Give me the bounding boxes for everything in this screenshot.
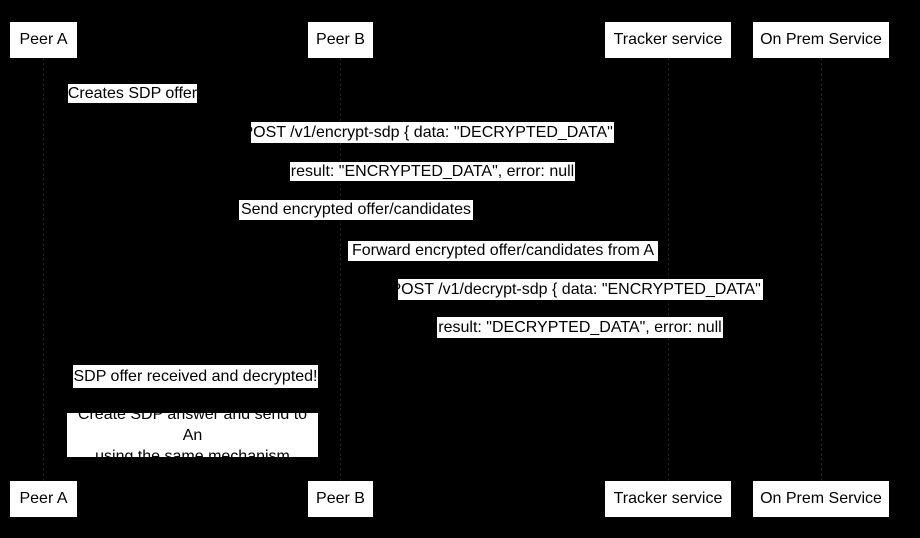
message-forward-encrypted: Forward encrypted offer/candidates from … [348,241,658,261]
message-post-encrypt-sdp: POST /v1/encrypt-sdp { data: "DECRYPTED_… [242,122,623,143]
note-line-1: Create SDP answer and send to An [77,405,308,444]
lifeline-on-prem-service [821,58,822,481]
actor-tracker-service-top: Tracker service [605,22,731,58]
actor-peer-a-top: Peer A [10,22,77,58]
message-send-encrypted: Send encrypted offer/candidates [239,200,473,220]
message-post-decrypt-sdp: POST /v1/decrypt-sdp { data: "ENCRYPTED_… [390,279,771,300]
message-creates-sdp-offer: Creates SDP offer [67,84,198,103]
actor-on-prem-service-top: On Prem Service [753,22,889,58]
actor-peer-b-bottom: Peer B [308,481,373,517]
actor-peer-a-bottom: Peer A [10,481,77,517]
lifeline-tracker-service [668,58,669,481]
actor-on-prem-service-bottom: On Prem Service [753,481,889,517]
actor-tracker-service-bottom: Tracker service [605,481,731,517]
message-result-decrypted: { result: "DECRYPTED_DATA", error: null … [429,317,732,338]
note-line-2: using the same mechanism [95,447,290,465]
message-result-encrypted: { result: "ENCRYPTED_DATA", error: null … [281,162,585,181]
note-create-sdp-answer: Create SDP answer and send to An using t… [67,406,318,465]
actor-peer-b-top: Peer B [308,22,373,58]
lifeline-peer-a [43,58,44,481]
message-offer-received: SDP offer received and decrypted! [73,365,318,388]
lifeline-peer-b [340,58,341,481]
